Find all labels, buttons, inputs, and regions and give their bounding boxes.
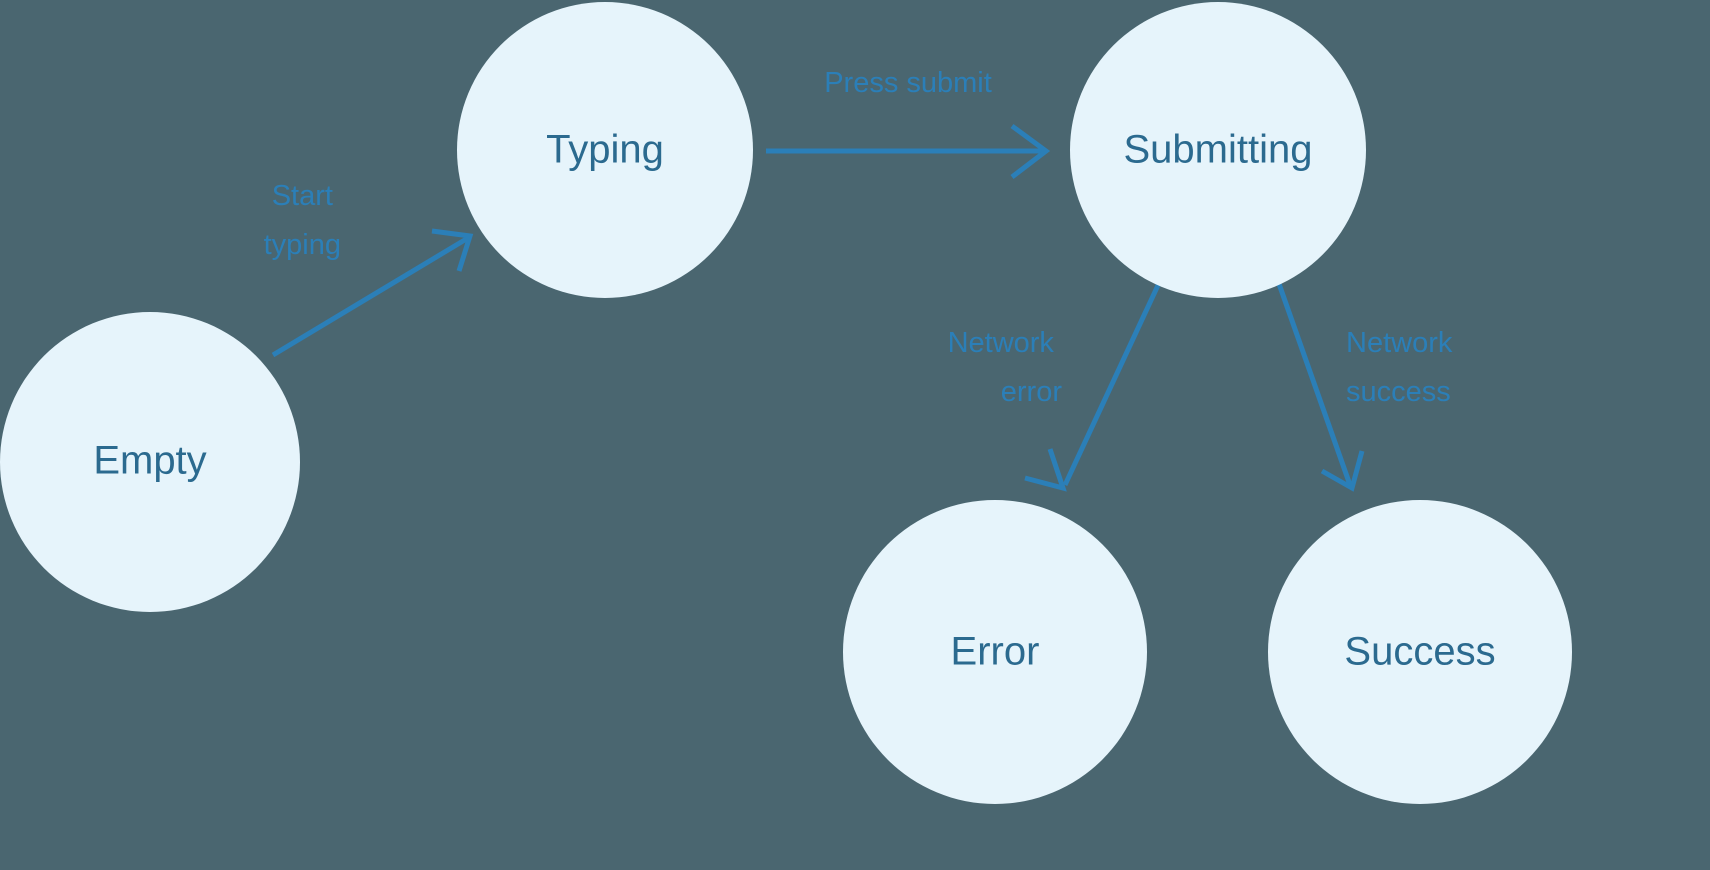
edge-label-line: Start	[272, 180, 333, 212]
node-empty-label: Empty	[93, 439, 206, 483]
edge-label-line: error	[1001, 376, 1063, 408]
edge-submitting-to-error-arrowhead	[1024, 448, 1067, 492]
node-submitting-circle	[1070, 2, 1366, 298]
edge-empty-to-typing-line	[271, 235, 470, 358]
node-success[interactable]: Success	[1268, 500, 1572, 804]
edge-label-line: Network	[948, 327, 1055, 359]
edge-submitting-to-error-line	[1062, 279, 1163, 487]
edge-typing-to-submitting-arrowhead	[1010, 123, 1051, 179]
edge-submitting-to-success[interactable]: Network success	[1275, 280, 1460, 492]
edge-typing-to-submitting[interactable]: Press submit	[766, 67, 1051, 179]
edge-submitting-to-success-line	[1275, 280, 1353, 486]
edge-label-line: Network	[1346, 327, 1453, 359]
node-empty[interactable]: Empty	[0, 312, 300, 612]
node-error-label: Error	[951, 630, 1040, 674]
node-typing-label: Typing	[546, 128, 664, 172]
edge-submitting-to-error[interactable]: Network error	[948, 279, 1163, 492]
edge-submitting-to-error-label: Network error	[948, 327, 1063, 408]
node-submitting[interactable]: Submitting	[1070, 2, 1366, 298]
edge-empty-to-typing[interactable]: Start typing	[264, 180, 474, 358]
node-empty-circle	[0, 312, 300, 612]
edge-label-line: success	[1346, 376, 1451, 408]
edge-submitting-to-success-arrowhead	[1320, 450, 1365, 492]
node-typing-circle	[457, 2, 753, 298]
node-submitting-label: Submitting	[1124, 128, 1313, 172]
node-error-circle	[843, 500, 1147, 804]
node-success-circle	[1268, 500, 1572, 804]
edge-typing-to-submitting-label: Press submit	[824, 67, 992, 99]
edge-submitting-to-success-label: Network success	[1346, 327, 1460, 408]
edge-empty-to-typing-arrowhead	[431, 228, 474, 272]
node-typing[interactable]: Typing	[457, 2, 753, 298]
node-error[interactable]: Error	[843, 500, 1147, 804]
node-success-label: Success	[1344, 630, 1495, 674]
edge-empty-to-typing-label: Start typing	[264, 180, 341, 261]
edge-label-line: typing	[264, 229, 341, 261]
edge-label-line: Press submit	[824, 67, 992, 99]
